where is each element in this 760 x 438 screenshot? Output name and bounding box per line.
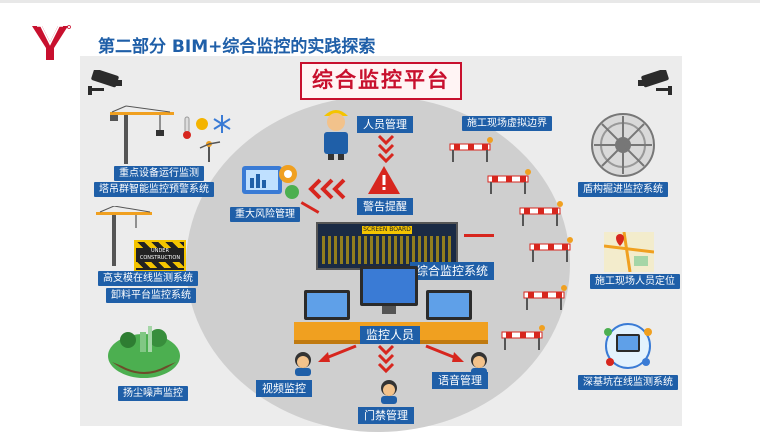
- barrier-icon-1: [446, 136, 496, 164]
- barrier-icon-4: [526, 236, 576, 264]
- barrier-icon-2: [484, 168, 534, 196]
- down-chevrons-top-icon: [376, 134, 396, 164]
- screen-board: SCREEN BOARD: [316, 222, 458, 270]
- cctv-camera-left-icon: [86, 70, 126, 96]
- label-personnel-location: 施工现场人员定位: [590, 274, 680, 289]
- shield-tunneling-machine-icon: [590, 112, 656, 178]
- warning-icon: [366, 164, 402, 196]
- label-access-mgmt: 门禁管理: [358, 407, 414, 424]
- green-island-icon: [106, 316, 182, 382]
- location-map-icon: [604, 232, 654, 272]
- snowflake-icon: [212, 114, 232, 134]
- label-shield-tunneling: 盾构掘进监控系统: [578, 182, 668, 197]
- barrier-icon-5: [520, 284, 570, 312]
- diagram-title: 综合监控平台: [300, 62, 462, 100]
- label-voice-mgmt: 语音管理: [432, 372, 488, 389]
- label-personnel-mgmt: 人员管理: [357, 116, 413, 133]
- high-support-crane-icon: [96, 206, 156, 266]
- risk-management-device-icon: [240, 160, 300, 204]
- label-unloading-platform: 卸料平台监控系统: [106, 288, 196, 303]
- label-virtual-boundary: 施工现场虚拟边界: [462, 116, 552, 131]
- label-deep-pit: 深基坑在线监测系统: [578, 375, 678, 390]
- deep-pit-monitor-icon: [600, 322, 656, 370]
- tower-crane-icon: [110, 104, 180, 166]
- worker-icon: [316, 104, 356, 160]
- down-chevrons-bottom-icon: [376, 344, 396, 374]
- cctv-camera-right-icon: [634, 70, 674, 96]
- sign-text: UNDER CONSTRUCTION: [139, 248, 181, 261]
- screen-board-title: SCREEN BOARD: [362, 226, 412, 234]
- sun-icon: [192, 114, 212, 134]
- label-tower-crane: 塔吊群智能监控预警系统: [94, 182, 214, 197]
- under-construction-sign: UNDER CONSTRUCTION: [134, 240, 186, 272]
- company-logo: [28, 22, 72, 62]
- label-dust-noise: 扬尘噪声监控: [118, 386, 188, 401]
- wind-gauge-icon: [196, 140, 222, 162]
- thermometer-icon: [180, 116, 194, 140]
- top-divider: [0, 0, 760, 3]
- label-high-support: 高支模在线监测系统: [98, 271, 198, 286]
- label-alarm: 警告提醒: [357, 198, 413, 215]
- label-video-monitor: 视频监控: [256, 380, 312, 397]
- operator-video-icon: [290, 350, 316, 376]
- monitor-wall-icon: [300, 262, 484, 326]
- page-title: 第二部分 BIM+综合监控的实践探索: [98, 37, 376, 57]
- arrow-to-voice: [424, 344, 464, 364]
- arrow-to-video: [318, 344, 358, 364]
- barrier-icon-3: [516, 200, 566, 228]
- label-equipment-monitor: 重点设备运行监测: [114, 166, 204, 181]
- arrow-board-right: [464, 234, 494, 237]
- label-integrated-system: 综合监控系统: [410, 262, 495, 280]
- operator-access-icon: [376, 378, 402, 404]
- label-major-risk: 重大风险管理: [230, 207, 300, 222]
- label-monitor-staff: 监控人员: [360, 326, 421, 344]
- left-chevrons-icon: [308, 178, 350, 200]
- barrier-icon-6: [498, 324, 548, 352]
